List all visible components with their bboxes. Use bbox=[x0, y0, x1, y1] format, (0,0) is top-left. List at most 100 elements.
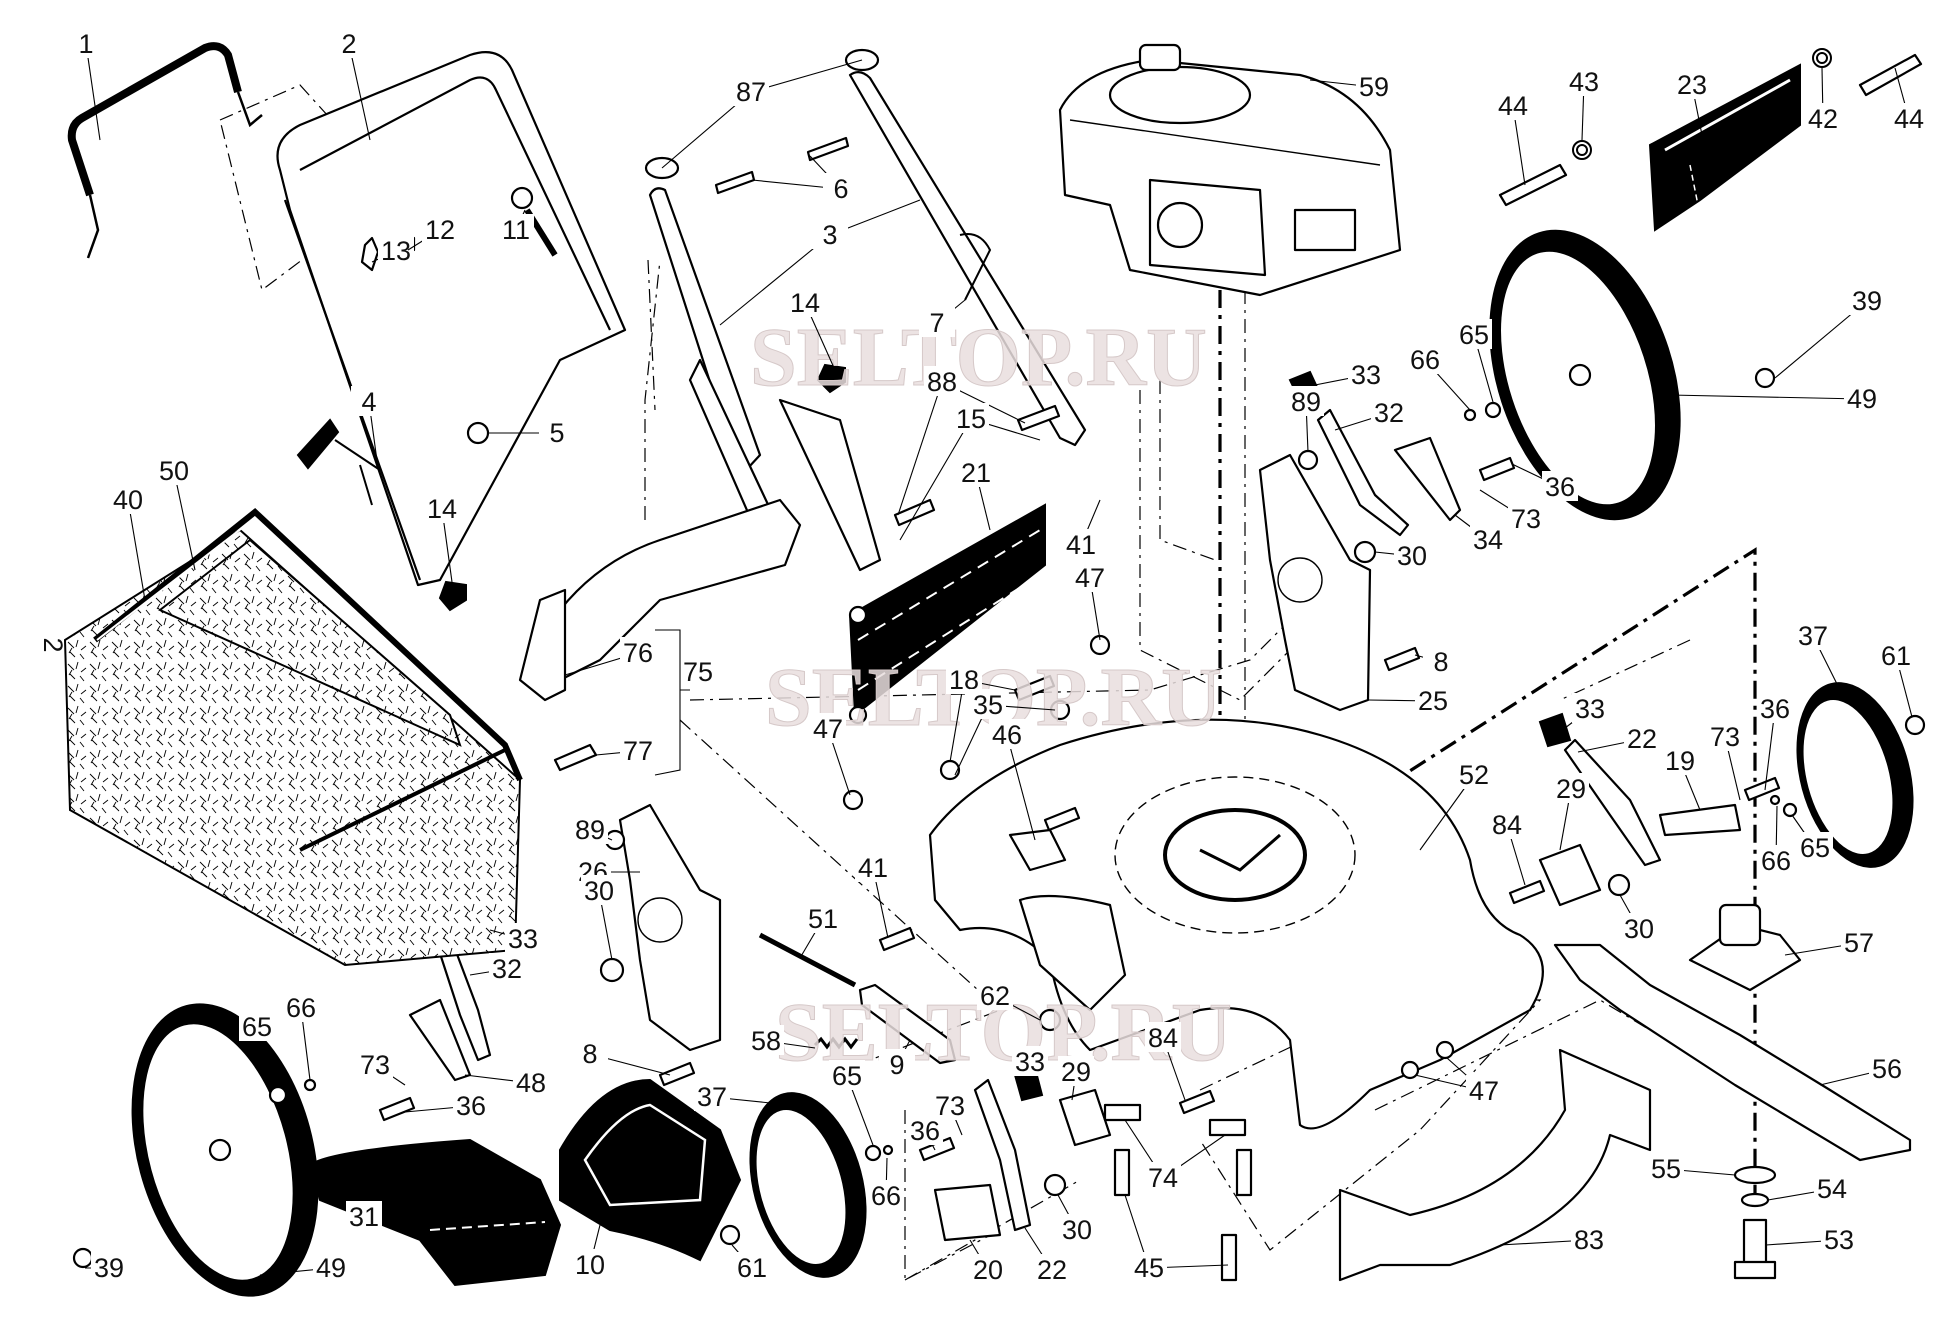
callout-label[interactable]: 33 bbox=[1575, 694, 1605, 724]
callout-label[interactable]: 46 bbox=[992, 720, 1022, 750]
part-grass-bag-frame[interactable] bbox=[93, 508, 523, 852]
part-control-cable[interactable] bbox=[510, 186, 558, 257]
callout-label[interactable]: 36 bbox=[1760, 694, 1790, 724]
part-torsion-spring[interactable] bbox=[813, 1036, 859, 1050]
part-rear-door-bracket[interactable] bbox=[858, 983, 957, 1065]
callout-label[interactable]: 2 bbox=[341, 29, 356, 59]
callout-label[interactable]: 57 bbox=[1844, 928, 1874, 958]
callout-label[interactable]: 87 bbox=[736, 77, 766, 107]
callout-label[interactable]: 48 bbox=[516, 1068, 546, 1098]
part-height-plate-left[interactable] bbox=[618, 803, 722, 1052]
part-spring-right[interactable] bbox=[1812, 48, 1832, 68]
callout-label[interactable]: 84 bbox=[1148, 1023, 1178, 1053]
part-rear-flap[interactable] bbox=[848, 503, 1046, 725]
callout-label[interactable]: 30 bbox=[1624, 914, 1654, 944]
callout-label[interactable]: 8 bbox=[1433, 647, 1448, 677]
part-height-lever-front-right[interactable] bbox=[1563, 738, 1662, 867]
part-rear-skirt[interactable] bbox=[559, 1078, 742, 1262]
callout-label[interactable]: 53 bbox=[1824, 1225, 1854, 1255]
part-height-plate-right[interactable] bbox=[1258, 453, 1372, 712]
callout-label[interactable]: 76 bbox=[623, 638, 653, 668]
part-handle-bail[interactable] bbox=[67, 42, 263, 259]
part-rear-wheel-right[interactable] bbox=[1455, 205, 1715, 545]
callout-label[interactable]: 75 bbox=[683, 657, 713, 687]
callout-label[interactable]: 30 bbox=[584, 876, 614, 906]
callout-label[interactable]: 39 bbox=[1852, 286, 1882, 316]
callout-label[interactable]: 20 bbox=[973, 1255, 1003, 1285]
callout-label[interactable]: 88 bbox=[927, 367, 957, 397]
callout-label[interactable]: 30 bbox=[1062, 1215, 1092, 1245]
callout-label[interactable]: 14 bbox=[427, 494, 457, 524]
callout-label[interactable]: 39 bbox=[94, 1253, 124, 1283]
part-front-wheel-left[interactable] bbox=[730, 1079, 885, 1291]
callout-label[interactable]: 41 bbox=[858, 853, 888, 883]
callout-label[interactable]: 37 bbox=[697, 1082, 727, 1112]
callout-label[interactable]: 61 bbox=[737, 1253, 767, 1283]
callout-label[interactable]: 56 bbox=[1872, 1054, 1902, 1084]
callout-label[interactable]: 22 bbox=[1037, 1255, 1067, 1285]
callout-label[interactable]: 22 bbox=[1627, 724, 1657, 754]
callout-label[interactable]: 30 bbox=[1397, 541, 1427, 571]
callout-label[interactable]: 37 bbox=[1798, 621, 1828, 651]
part-rear-rod[interactable] bbox=[758, 932, 857, 988]
callout-label[interactable]: 62 bbox=[980, 981, 1010, 1011]
part-deck[interactable] bbox=[928, 718, 1544, 1130]
callout-label[interactable]: 14 bbox=[790, 288, 820, 318]
callout-label[interactable]: 73 bbox=[1511, 504, 1541, 534]
callout-label[interactable]: 33 bbox=[508, 924, 538, 954]
part-blade-adapter[interactable] bbox=[1688, 903, 1802, 992]
callout-label[interactable]: 83 bbox=[1574, 1225, 1604, 1255]
part-height-lever-front-left[interactable] bbox=[973, 1078, 1032, 1232]
part-door-bolt[interactable] bbox=[1498, 53, 1923, 207]
callout-label[interactable]: 51 bbox=[808, 904, 838, 934]
callout-label[interactable]: 74 bbox=[1148, 1163, 1178, 1193]
callout-label[interactable]: 32 bbox=[492, 954, 522, 984]
part-handle-cap[interactable] bbox=[644, 48, 880, 180]
part-baffle[interactable] bbox=[1338, 1048, 1652, 1282]
callout-label[interactable]: 35 bbox=[973, 690, 1003, 720]
callout-label[interactable]: 58 bbox=[751, 1026, 781, 1056]
callout-label[interactable]: 40 bbox=[113, 485, 143, 515]
callout-label[interactable]: 73 bbox=[935, 1091, 965, 1121]
callout-label[interactable]: 23 bbox=[1677, 70, 1707, 100]
callout-label[interactable]: 15 bbox=[956, 404, 986, 434]
callout-label[interactable]: 25 bbox=[1418, 686, 1448, 716]
part-height-lever-rear-right[interactable] bbox=[1316, 408, 1410, 537]
part-mulch-plug-bolt[interactable] bbox=[553, 743, 598, 772]
callout-label[interactable]: 66 bbox=[1761, 846, 1791, 876]
callout-label[interactable]: 65 bbox=[1459, 320, 1489, 350]
callout-label[interactable]: 31 bbox=[349, 1202, 379, 1232]
callout-label[interactable]: 65 bbox=[1800, 833, 1830, 863]
part-grass-bag[interactable] bbox=[63, 528, 522, 967]
callout-label[interactable]: 36 bbox=[910, 1116, 940, 1146]
callout-label[interactable]: 54 bbox=[1817, 1174, 1847, 1204]
part-front-wheel-right[interactable] bbox=[1777, 669, 1932, 881]
callout-label[interactable]: 41 bbox=[1066, 530, 1096, 560]
part-height-plate-front[interactable] bbox=[1058, 843, 1602, 1147]
callout-label[interactable]: 3 bbox=[822, 220, 837, 250]
callout-label[interactable]: 36 bbox=[456, 1091, 486, 1121]
callout-label[interactable]: 65 bbox=[832, 1061, 862, 1091]
part-spring-left[interactable] bbox=[1572, 140, 1592, 160]
callout-label[interactable]: 44 bbox=[1894, 104, 1924, 134]
callout-label[interactable]: 29 bbox=[1556, 774, 1586, 804]
callout-label[interactable]: 89 bbox=[575, 815, 605, 845]
callout-label[interactable]: 59 bbox=[1359, 72, 1389, 102]
callout-label[interactable]: 8 bbox=[582, 1039, 597, 1069]
part-handle-nut[interactable] bbox=[466, 421, 490, 445]
callout-label[interactable]: 4 bbox=[361, 387, 376, 417]
callout-label[interactable]: 66 bbox=[1410, 345, 1440, 375]
callout-label[interactable]: 44 bbox=[1498, 91, 1528, 121]
callout-label[interactable]: 13 bbox=[381, 236, 411, 266]
callout-label[interactable]: 49 bbox=[1847, 384, 1877, 414]
part-small-hardware[interactable] bbox=[72, 367, 1926, 1282]
callout-label[interactable]: 33 bbox=[1015, 1047, 1045, 1077]
callout-label[interactable]: 47 bbox=[1075, 563, 1105, 593]
part-rear-wheel-left[interactable] bbox=[101, 982, 349, 1317]
part-cable-tie[interactable] bbox=[959, 233, 992, 301]
callout-label[interactable]: 43 bbox=[1569, 67, 1599, 97]
callout-label[interactable]: 45 bbox=[1134, 1253, 1164, 1283]
part-lock-washer[interactable] bbox=[1740, 1192, 1770, 1208]
part-rope-guide-knob[interactable] bbox=[296, 418, 381, 506]
callout-label[interactable]: 47 bbox=[1469, 1076, 1499, 1106]
